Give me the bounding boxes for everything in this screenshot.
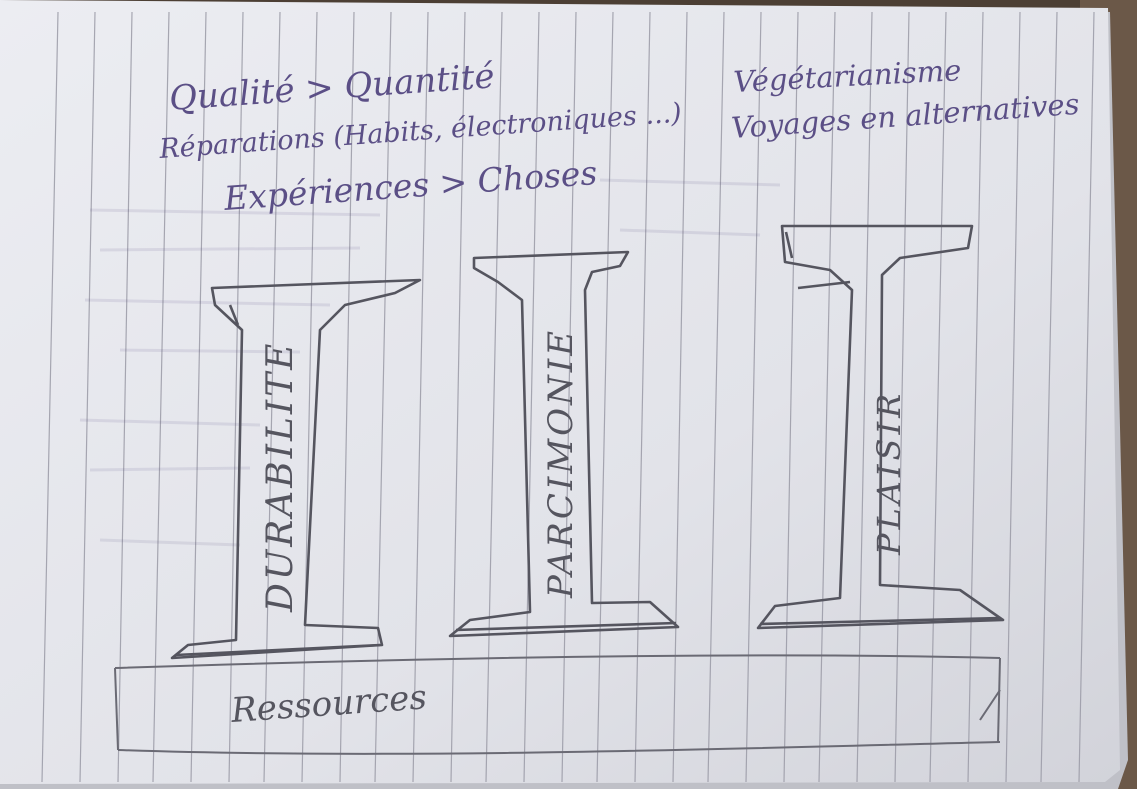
pillar-durabilite-label: DURABILITE	[260, 341, 301, 613]
pillar-parcimonie-label: PARCIMONIE	[541, 328, 581, 599]
pillar-plaisir-label: PLAISIR	[870, 390, 908, 556]
